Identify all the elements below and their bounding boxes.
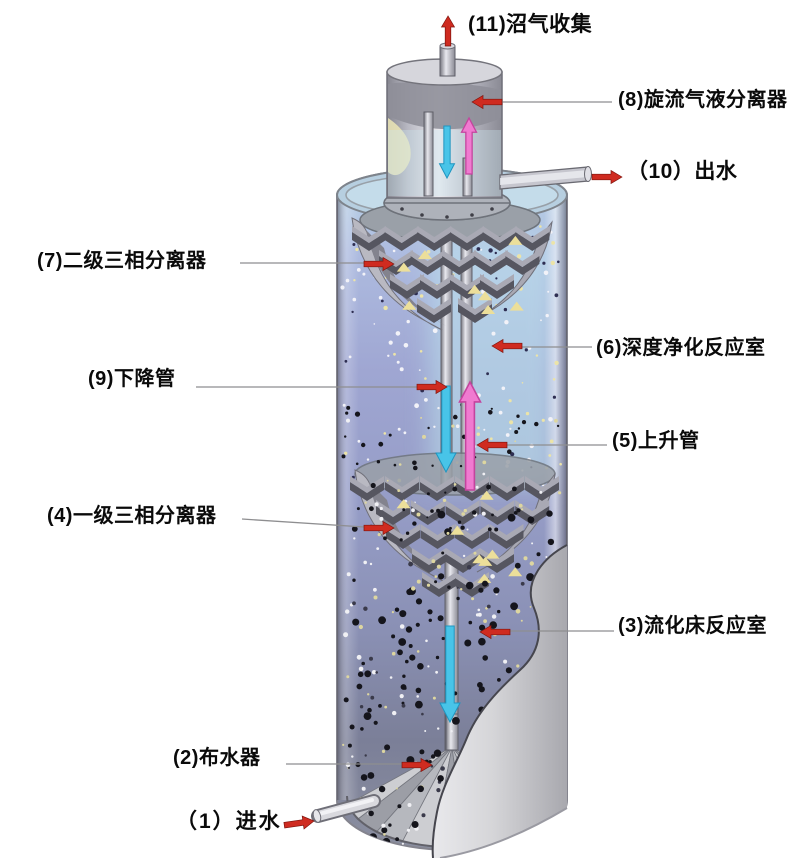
- leader-lines: [196, 101, 614, 765]
- effluent-pipe: [499, 166, 592, 190]
- label-primary-three-phase-separator: (4)一级三相分离器: [47, 505, 217, 527]
- label-water-distributor: (2)布水器: [173, 747, 261, 769]
- influent-pipe: [311, 794, 381, 823]
- front-plate-rim: [383, 202, 511, 221]
- label-deep-purification-chamber: (6)深度净化反应室: [596, 337, 766, 359]
- arrow-effluent-out: [591, 170, 623, 184]
- label-cyclone-gas-liquid-separator: (8)旋流气液分离器: [618, 89, 788, 111]
- label-downcomer: (9)下降管: [88, 368, 176, 390]
- label-riser: (5)上升管: [612, 430, 700, 452]
- label-effluent: （10）出水: [627, 160, 738, 183]
- separator-flow-arrows: [438, 116, 478, 180]
- granule-speckles-mid: [341, 405, 562, 519]
- flow-arrows: [435, 380, 482, 724]
- cutaway-wall: [431, 544, 568, 858]
- label-fluidized-bed-chamber: (3)流化床反应室: [618, 615, 767, 637]
- arrow-biogas-up: [441, 15, 455, 47]
- cyclone-gas-liquid-separator: [386, 42, 503, 199]
- label-biogas-collection: (11)沼气收集: [468, 13, 593, 36]
- label-influent: （1）进水: [176, 810, 282, 833]
- arrow-influent-in: [282, 814, 316, 833]
- biogas-outlet-pipe: [439, 45, 456, 77]
- label-secondary-three-phase-separator: (7)二级三相分离器: [37, 250, 207, 272]
- leader-primary-separator: [241, 518, 365, 528]
